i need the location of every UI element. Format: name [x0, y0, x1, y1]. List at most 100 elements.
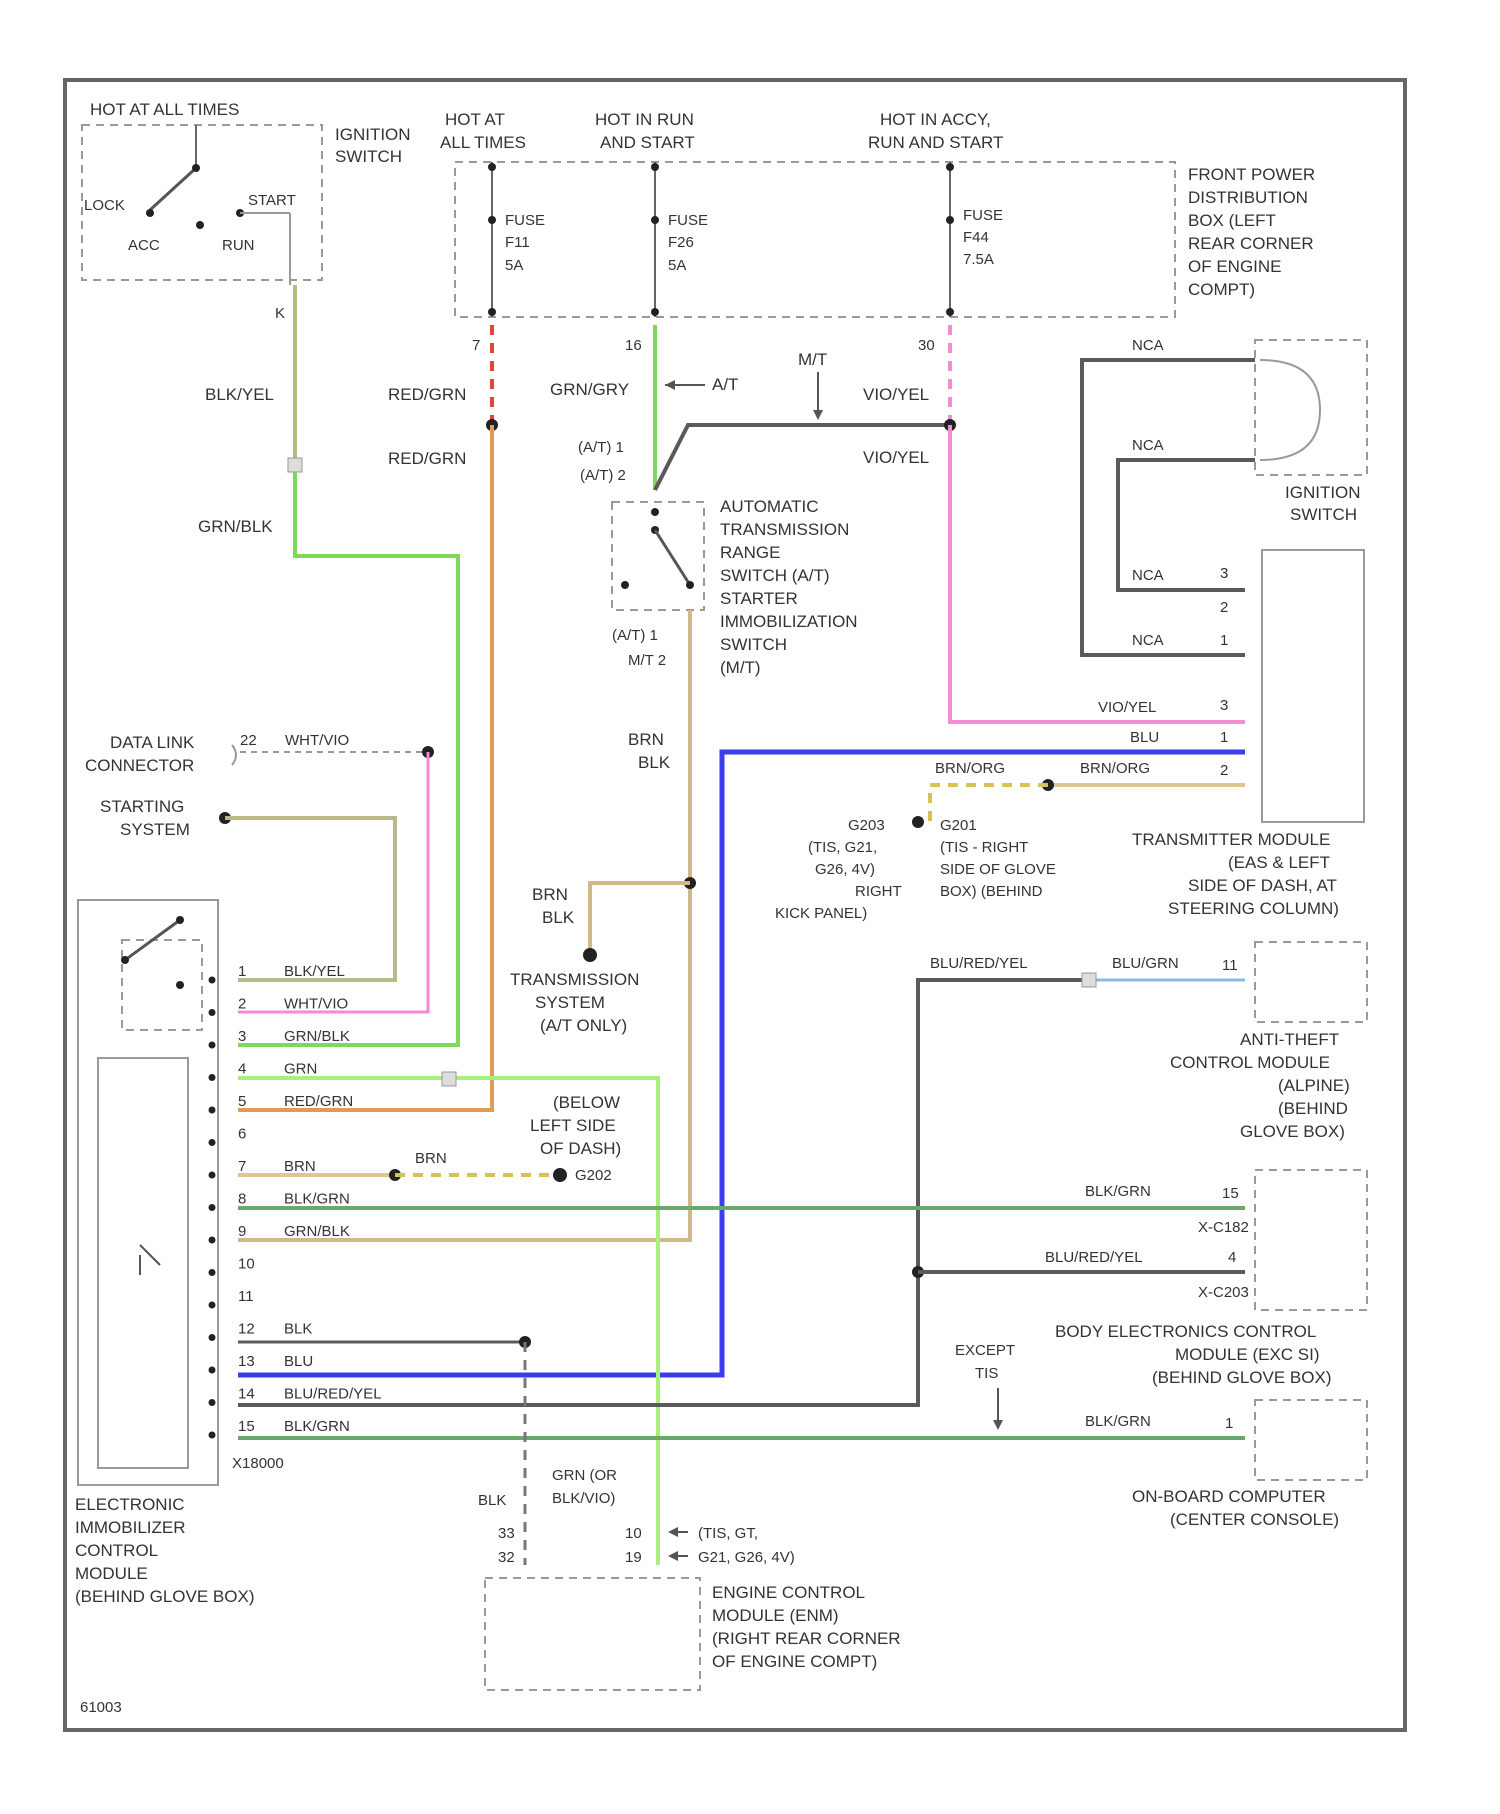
wire-grn-or-blk-2: BLK/VIO)	[552, 1490, 615, 1507]
ecm-note-1: (TIS, GT,	[698, 1525, 758, 1542]
wire-at-arrow-label: A/T	[712, 375, 738, 394]
hot-at-all-times-label: HOT AT ALL TIMES	[90, 100, 239, 119]
tm-pin-f: 2	[1220, 762, 1228, 779]
fuse-1-label: FUSE	[505, 212, 545, 229]
g201-l3: SIDE OF GLOVE	[940, 861, 1056, 878]
eic-terminal-5	[209, 1107, 216, 1114]
g202-l1: (BELOW	[553, 1093, 620, 1112]
ecm-note-2: G21, G26, 4V)	[698, 1549, 795, 1566]
obc-l2: (CENTER CONSOLE)	[1170, 1510, 1339, 1529]
anti-theft-l5: GLOVE BOX)	[1240, 1122, 1345, 1141]
eic-terminal-7	[209, 1172, 216, 1179]
bec-pin-4: 4	[1228, 1249, 1236, 1266]
ecm-l2: MODULE (ENM)	[712, 1606, 839, 1625]
transmitter-module: 3 2 1 3 1 2 TRANSMITTER MODULE (EAS & LE…	[1132, 550, 1364, 918]
ecm-pin-33: 33	[498, 1525, 515, 1542]
fuse-1-amp: 5A	[505, 257, 523, 274]
footer-code: 61003	[80, 1699, 122, 1716]
eic-l2: IMMOBILIZER	[75, 1518, 186, 1537]
g203-l4: RIGHT	[855, 883, 902, 900]
transmitter-l1: TRANSMITTER MODULE	[1132, 830, 1330, 849]
eic-pin-12: 12	[238, 1321, 255, 1338]
anti-theft-l3: (ALPINE)	[1278, 1076, 1350, 1095]
eic-l4: MODULE	[75, 1564, 148, 1583]
power-box-l2: DISTRIBUTION	[1188, 188, 1308, 207]
wire-brn-org-label-2: BRN/ORG	[1080, 760, 1150, 777]
ignition-switch-label-2: SWITCH	[335, 147, 402, 166]
pin-30-label: 30	[918, 337, 935, 354]
wire-brn-2-label: BRN	[415, 1150, 447, 1167]
switch-lock-label: LOCK	[84, 197, 125, 214]
transmitter-l4: STEERING COLUMN)	[1168, 899, 1339, 918]
tm-pin-c: 1	[1220, 632, 1228, 649]
g202-id: G202	[575, 1167, 612, 1184]
wire-blk-yel-start	[225, 818, 395, 980]
bec-l3: (BEHIND GLOVE BOX)	[1152, 1368, 1331, 1387]
wire-blk-label: BLK	[478, 1492, 506, 1509]
ecm-pin-32: 32	[498, 1549, 515, 1566]
anti-theft-module: ANTI-THEFT CONTROL MODULE (ALPINE) (BEHI…	[1170, 942, 1367, 1141]
eic-pin-11: 11	[238, 1288, 254, 1305]
wire-brn-blk-2-label-2: BLK	[542, 908, 575, 927]
starting-system-l1: STARTING	[100, 797, 184, 816]
wire-brn-blk-2-label-1: BRN	[532, 885, 568, 904]
data-link-l1: DATA LINK	[110, 733, 195, 752]
ignition-switch-label-1: IGNITION	[335, 125, 411, 144]
transmitter-l3: SIDE OF DASH, AT	[1188, 876, 1337, 895]
eic-wire-12: BLK	[284, 1321, 312, 1338]
fuse-2-num: F26	[668, 234, 694, 251]
wire-grn-or-blk-1: GRN (OR	[552, 1467, 617, 1484]
eic-l1: ELECTRONIC	[75, 1495, 185, 1514]
g201-l2: (TIS - RIGHT	[940, 839, 1028, 856]
eic-connector: X18000	[232, 1455, 284, 1472]
eic-wire-7: BRN	[284, 1158, 316, 1175]
atc-pin: 11	[1222, 957, 1238, 974]
anti-theft-l4: (BEHIND	[1278, 1099, 1348, 1118]
dlc-pin: 22	[240, 732, 257, 749]
power-box-l6: COMPT)	[1188, 280, 1255, 299]
transmission-system-l1: TRANSMISSION	[510, 970, 639, 989]
nca-label-4: NCA	[1132, 632, 1164, 649]
fuse-2-label: FUSE	[668, 212, 708, 229]
bec-l1: BODY ELECTRONICS CONTROL	[1055, 1322, 1316, 1341]
tm-pin-d: 3	[1220, 697, 1228, 714]
g203-l5: KICK PANEL)	[775, 905, 867, 922]
eic-terminal-2	[209, 1009, 216, 1016]
power-box-l5: OF ENGINE	[1188, 257, 1282, 276]
wire-vio-yel-3-label: VIO/YEL	[1098, 699, 1156, 716]
eic-pin-8: 8	[238, 1191, 246, 1208]
wire-vio-yel-label-1: VIO/YEL	[863, 385, 929, 404]
eic-pin-13: 13	[238, 1353, 255, 1370]
g201-l4: BOX) (BEHIND	[940, 883, 1043, 900]
wire-brn-blk-label-1: BRN	[628, 730, 664, 749]
eic-pin-4: 4	[238, 1061, 246, 1078]
ecm-l3: (RIGHT REAR CORNER	[712, 1629, 901, 1648]
eic-wire-14: BLU/RED/YEL	[284, 1386, 382, 1403]
transmission-system-l2: SYSTEM	[535, 993, 605, 1012]
wire-blu-label: BLU	[1130, 729, 1159, 746]
wire-blu-grn-label: BLU/GRN	[1112, 955, 1179, 972]
eic-l3: CONTROL	[75, 1541, 158, 1560]
atrs-pin-mt1: (A/T) 1	[612, 627, 658, 644]
eic-terminal-15	[209, 1432, 216, 1439]
wire-red-grn-label-2: RED/GRN	[388, 449, 466, 468]
eic-terminal-6	[209, 1139, 216, 1146]
wire-brn-blk	[238, 610, 690, 1240]
starting-system-l2: SYSTEM	[120, 820, 190, 839]
bec-l2: MODULE (EXC SI)	[1175, 1345, 1320, 1364]
eic-wire-2: WHT/VIO	[284, 996, 348, 1013]
obc-l1: ON-BOARD COMPUTER	[1132, 1487, 1326, 1506]
pin-7-label: 7	[472, 337, 480, 354]
switch-start-label: START	[248, 192, 296, 209]
atrs-label-5: STARTER	[720, 589, 798, 608]
eic-terminal-1	[209, 977, 216, 984]
wire-red-grn	[238, 425, 492, 1110]
ecm-pin-10: 10	[625, 1525, 642, 1542]
hot-at-all-times-2-l1: HOT AT	[445, 110, 505, 129]
ecm-l1: ENGINE CONTROL	[712, 1583, 865, 1602]
eic-pin-2: 2	[238, 996, 246, 1013]
ignition-switch-r-l2: SWITCH	[1290, 505, 1357, 524]
eic-pin-9: 9	[238, 1223, 246, 1240]
hot-in-acc-l1: HOT IN ACCY,	[880, 110, 991, 129]
obc-pin: 1	[1225, 1415, 1233, 1432]
